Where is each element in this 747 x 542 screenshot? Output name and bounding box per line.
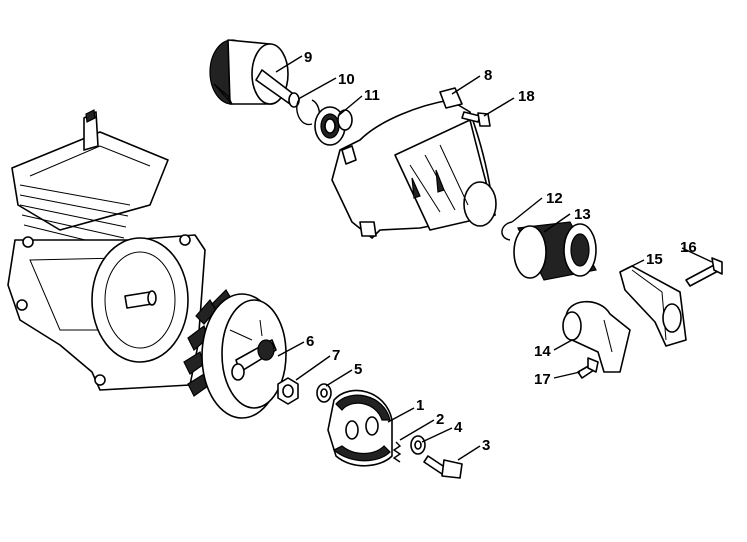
label-12: 12 xyxy=(546,190,563,207)
washer-5 xyxy=(316,383,332,403)
nut xyxy=(277,377,299,405)
label-10: 10 xyxy=(338,71,355,88)
ball-bearing xyxy=(314,106,353,146)
screw-18 xyxy=(461,111,491,127)
screw-16 xyxy=(685,257,723,287)
label-5: 5 xyxy=(354,361,362,378)
clamp-14 xyxy=(562,300,631,373)
leader-lines xyxy=(275,55,713,461)
label-1: 1 xyxy=(416,397,424,414)
label-6: 6 xyxy=(306,333,314,350)
circlip-12 xyxy=(501,221,513,241)
label-9: 9 xyxy=(304,49,312,66)
label-11: 11 xyxy=(364,87,380,104)
label-16: 16 xyxy=(680,239,697,256)
shoulder-screw xyxy=(423,455,463,479)
label-18: 18 xyxy=(518,88,535,105)
fan-housing xyxy=(331,87,497,239)
clutch-shoes xyxy=(327,389,393,467)
screw-17 xyxy=(577,357,599,379)
engine-block xyxy=(7,109,206,391)
label-14: 14 xyxy=(534,343,551,360)
clamp-15 xyxy=(619,265,687,347)
part-labels: 9 10 11 8 18 12 13 16 15 14 17 6 7 5 1 2… xyxy=(304,49,697,454)
label-3: 3 xyxy=(482,437,490,454)
spring xyxy=(392,441,402,463)
sleeve-13 xyxy=(513,221,597,281)
label-17: 17 xyxy=(534,371,551,388)
label-2: 2 xyxy=(436,411,444,428)
label-7: 7 xyxy=(332,347,340,364)
label-13: 13 xyxy=(574,206,591,223)
clutch-drum xyxy=(209,39,300,108)
label-4: 4 xyxy=(454,419,463,436)
label-15: 15 xyxy=(646,251,663,268)
flywheel xyxy=(183,289,287,419)
label-8: 8 xyxy=(484,67,492,84)
washer-4 xyxy=(410,435,426,455)
